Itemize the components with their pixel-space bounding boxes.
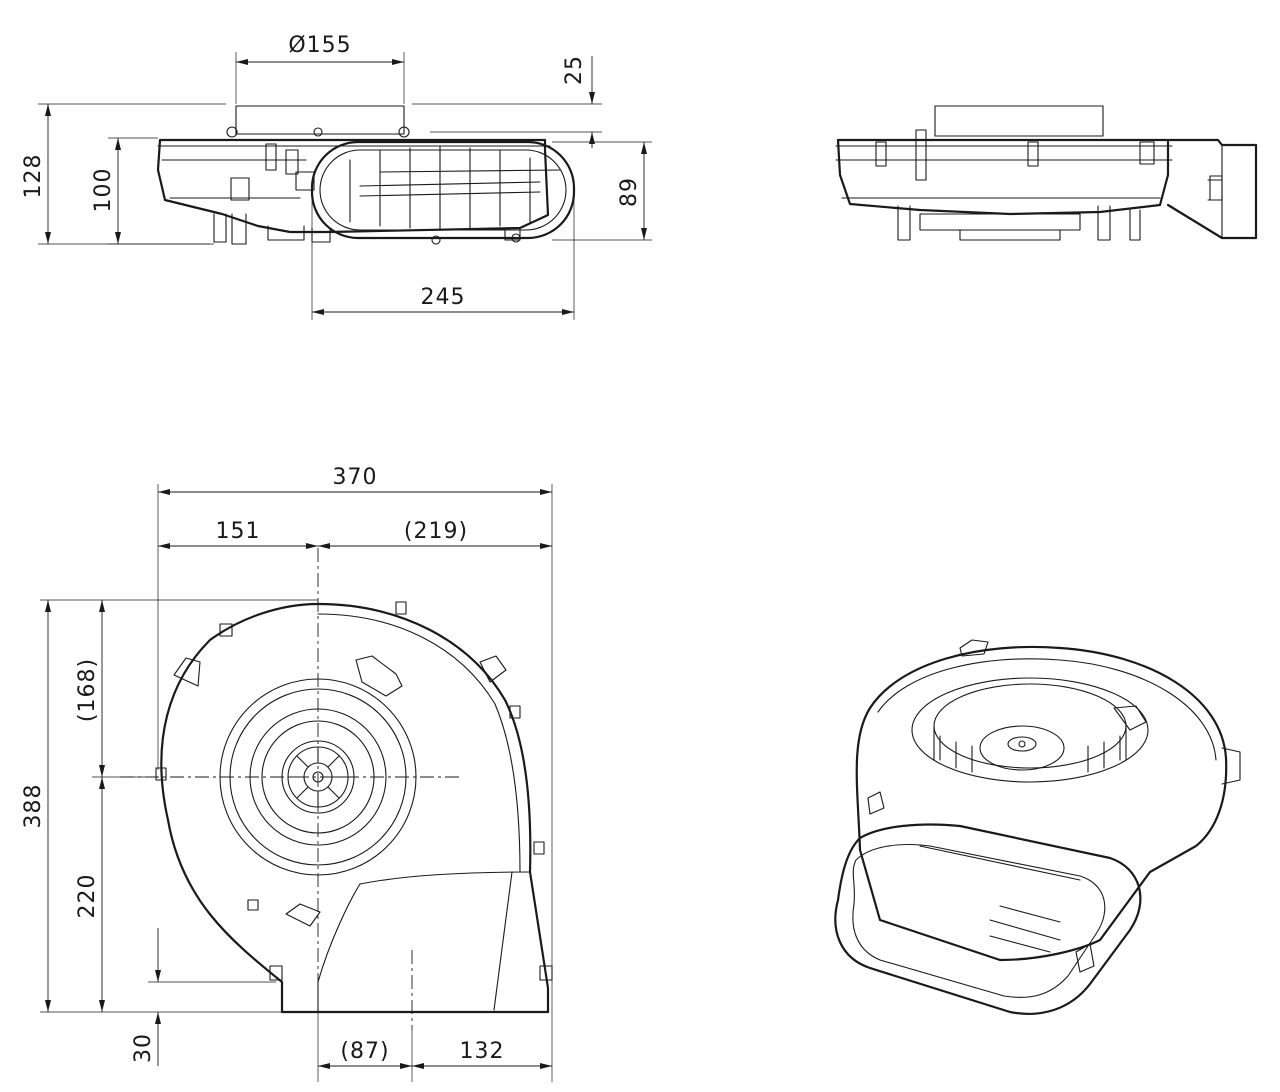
dim-depth-front-label: (168) [75, 658, 100, 722]
dim-outlet-height-label: 89 [617, 177, 642, 207]
plan-view [120, 548, 553, 1030]
dim-outlet-protrusion-label: 30 [131, 1033, 156, 1063]
dim-width-left-label: 151 [216, 519, 261, 544]
dim-depth-rear-label: 220 [75, 874, 100, 919]
front-view [156, 105, 576, 245]
side-view [835, 105, 1258, 241]
dim-height-body-label: 100 [91, 168, 116, 213]
dim-outlet-half-label: (87) [340, 1039, 389, 1064]
dim-depth-total-label: 388 [21, 784, 46, 829]
dim-outlet-width-label: 245 [421, 285, 466, 310]
isometric-view [834, 639, 1241, 1015]
dimensions-plan: 370 151 (219) 388 (168) 220 30 (87) 132 [21, 465, 553, 1082]
dim-height-total-label: 128 [21, 154, 46, 199]
dim-diameter-label: Ø155 [288, 33, 351, 58]
dim-outlet-side-label: 132 [460, 1039, 505, 1064]
dim-width-total-label: 370 [333, 465, 378, 490]
dim-outlet-offset-label: 25 [562, 55, 587, 85]
dim-width-right-label: (219) [404, 519, 468, 544]
dimensions-top: Ø155 25 128 100 89 245 [21, 33, 652, 320]
